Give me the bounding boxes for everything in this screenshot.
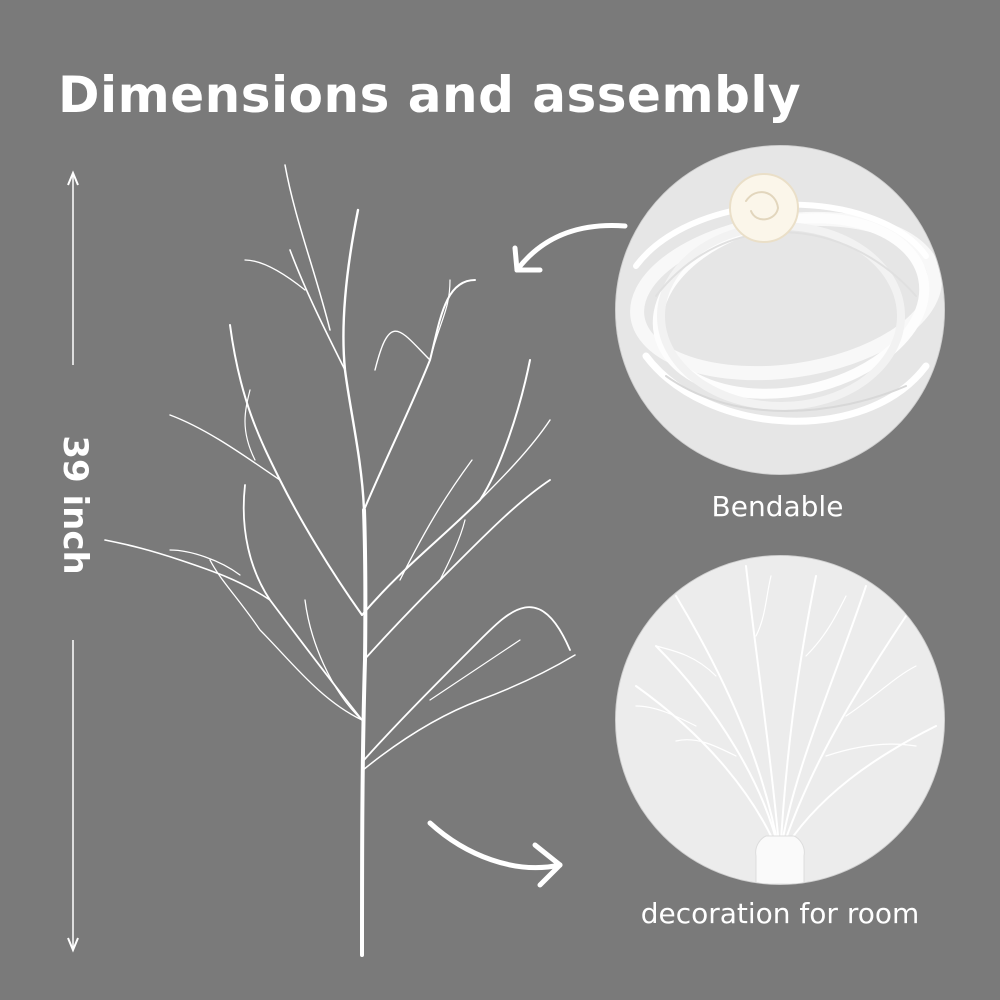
page-title: Dimensions and assembly <box>58 66 802 124</box>
curved-arrow-icon <box>512 223 628 273</box>
white-branch-illustration <box>104 164 576 957</box>
room-decoration-photo <box>615 555 945 885</box>
decoration-caption: decoration for room <box>640 897 920 930</box>
dimension-double-arrow-icon <box>67 170 79 953</box>
curved-arrow-icon <box>427 820 563 888</box>
bendable-photo <box>615 145 945 475</box>
bendable-caption: Bendable <box>711 490 844 523</box>
